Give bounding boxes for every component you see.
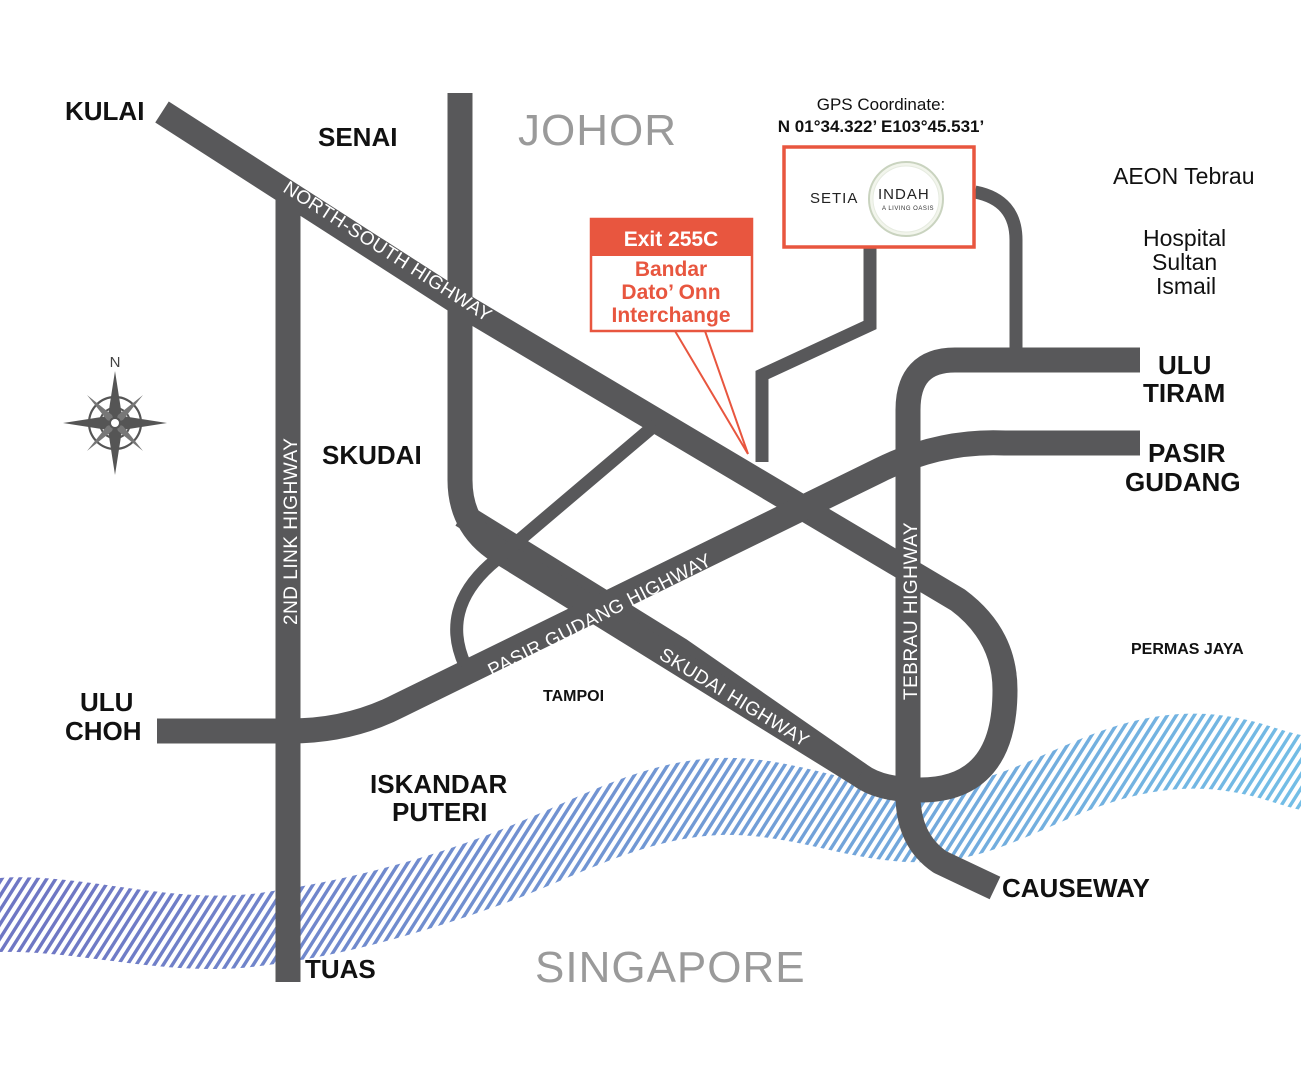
exit-callout: Exit 255C Bandar Dato’ Onn Interchange [589, 217, 754, 455]
region-johor: JOHOR [518, 106, 677, 155]
water-hatch-line [1012, 713, 1206, 970]
exit-line3: Interchange [611, 304, 730, 327]
water-hatch-line [355, 713, 549, 970]
exit-title: Exit 255C [624, 228, 719, 251]
water-hatch-line [1273, 713, 1301, 970]
place-ulu-tiram-line2: TIRAM [1143, 378, 1225, 408]
water-hatch-line [859, 713, 1053, 970]
place-ulu-choh-line1: ULU [80, 687, 133, 717]
water-hatch-line [0, 713, 72, 970]
place-tampoi: TAMPOI [543, 688, 604, 705]
water-hatch-line [850, 713, 1044, 970]
gps-heading: GPS Coordinate: [817, 95, 946, 114]
second-link-highway-label: 2ND LINK HIGHWAY [281, 438, 302, 625]
water-hatch-line [1201, 713, 1301, 970]
region-singapore: SINGAPORE [535, 943, 806, 992]
place-pasir-gudang-line1: PASIR [1148, 438, 1226, 468]
place-pasir-gudang-line2: GUDANG [1125, 467, 1241, 497]
place-tuas: TUAS [305, 954, 376, 984]
place-causeway: CAUSEWAY [1002, 873, 1150, 903]
compass-rose-icon: N [63, 354, 167, 475]
water-hatch-line [985, 713, 1179, 970]
place-kulai: KULAI [65, 96, 144, 126]
water-hatch-line [922, 713, 1116, 970]
place-iskandar-line1: ISKANDAR [370, 769, 507, 799]
water-hatch-line [1219, 713, 1301, 970]
north-south-highway-road [155, 101, 1018, 803]
place-aeon-tebrau: AEON Tebrau [1113, 163, 1254, 189]
water-hatch-line [364, 713, 558, 970]
place-hospital-line3: Ismail [1156, 273, 1216, 299]
gps-coordinates: N 01°34.322’ E103°45.531’ [778, 117, 984, 136]
place-skudai: SKUDAI [322, 440, 422, 470]
water-hatch-line [1030, 713, 1224, 970]
water-hatch-line [931, 713, 1125, 970]
aeon-spur-road [973, 185, 1023, 360]
water-hatch-line [1021, 713, 1215, 970]
water-hatch-line [994, 713, 1188, 970]
place-ulu-choh-line2: CHOH [65, 716, 142, 746]
place-permas-jaya: PERMAS JAYA [1131, 641, 1244, 658]
project-name-left: SETIA [810, 190, 858, 207]
setia-indah-access-road [755, 248, 877, 462]
place-hospital-line2: Sultan [1152, 249, 1217, 275]
water-hatch-line [949, 713, 1143, 970]
exit-line2: Dato’ Onn [621, 281, 720, 304]
place-hospital-line1: Hospital [1143, 225, 1226, 251]
water-hatch-line [1147, 713, 1301, 970]
water-hatch-line [940, 713, 1134, 970]
road-network [155, 93, 1140, 982]
tebrau-highway-road [895, 347, 1140, 900]
project-name-right: INDAH [878, 186, 930, 203]
pasir-gudang-highway-road [157, 430, 1140, 744]
water-hatch-line [1003, 713, 1197, 970]
setia-indah-marker: SETIA INDAH A LIVING OASIS [782, 145, 976, 249]
place-ulu-tiram-line1: ULU [1158, 350, 1211, 380]
project-tagline: A LIVING OASIS [882, 206, 934, 212]
exit-line1: Bandar [635, 258, 707, 281]
skudai-highway-label: SKUDAI HIGHWAY [655, 644, 812, 752]
water-hatch-line [1165, 713, 1301, 970]
compass-north-label: N [110, 354, 121, 371]
tebrau-highway-label: TEBRAU HIGHWAY [901, 522, 922, 700]
place-iskandar-line2: PUTERI [392, 797, 487, 827]
water-hatch-line [346, 713, 540, 970]
place-senai: SENAI [318, 122, 397, 152]
tampoi-link-road [450, 420, 660, 668]
